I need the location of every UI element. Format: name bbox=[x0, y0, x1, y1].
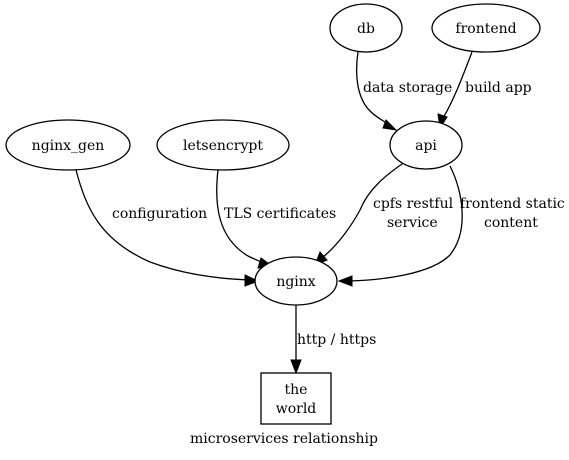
node-api-label: api bbox=[415, 138, 437, 154]
edge-nginx_gen-nginx-label: configuration bbox=[112, 206, 207, 222]
edge-db-api-arrowhead bbox=[382, 119, 398, 131]
edge-frontend-api-label: build app bbox=[465, 80, 532, 96]
node-letsencrypt: letsencrypt bbox=[156, 119, 290, 171]
edge-letsencrypt-nginx-label: TLS certificates bbox=[224, 206, 336, 222]
node-frontend-label: frontend bbox=[455, 21, 516, 37]
edge-api-nginx-static-label-1: frontend static bbox=[460, 196, 565, 212]
edge-api-nginx-cpfs-label-2: service bbox=[387, 215, 438, 231]
edge-db-api-line bbox=[356, 51, 389, 125]
node-db: db bbox=[329, 3, 403, 53]
node-api: api bbox=[389, 120, 463, 170]
edge-api-nginx-static-arrowhead bbox=[337, 275, 353, 287]
node-the-world-shape bbox=[260, 372, 332, 425]
edge-db-api: data storage bbox=[356, 51, 452, 131]
node-frontend-shape bbox=[431, 3, 541, 53]
edge-db-api-label: data storage bbox=[363, 80, 452, 96]
edge-nginx_gen-nginx-arrowhead bbox=[244, 274, 260, 287]
node-the-world-label-1: the bbox=[285, 382, 308, 398]
node-nginx_gen: nginx_gen bbox=[5, 119, 131, 171]
node-nginx_gen-label: nginx_gen bbox=[32, 138, 105, 154]
edge-api-nginx-cpfs-label-1: cpfs restful bbox=[373, 196, 454, 212]
node-nginx_gen-shape bbox=[5, 119, 131, 171]
edge-nginx-world: http / https bbox=[290, 305, 376, 375]
edge-frontend-api-line bbox=[442, 51, 473, 119]
edge-api-nginx-cpfs-line bbox=[322, 159, 409, 258]
node-letsencrypt-label: letsencrypt bbox=[183, 138, 263, 154]
edge-nginx_gen-nginx-line bbox=[75, 169, 251, 281]
edge-nginx-world-label: http / https bbox=[297, 332, 376, 348]
node-db-label: db bbox=[357, 21, 375, 37]
node-nginx-shape bbox=[254, 256, 338, 306]
edge-letsencrypt-nginx-line bbox=[216, 169, 265, 264]
edge-api-nginx-static-line bbox=[349, 165, 463, 282]
node-api-shape bbox=[389, 120, 463, 170]
edge-nginx_gen-nginx: configuration bbox=[75, 169, 260, 287]
edge-letsencrypt-nginx: TLS certificates bbox=[216, 169, 336, 269]
node-the-world-label-2: world bbox=[276, 401, 317, 417]
node-nginx-label: nginx bbox=[276, 274, 315, 290]
node-letsencrypt-shape bbox=[156, 119, 290, 171]
node-nginx: nginx bbox=[254, 256, 338, 306]
edge-api-nginx-static: frontend static content bbox=[337, 165, 565, 287]
edge-nginx-world-arrowhead bbox=[290, 359, 302, 375]
node-the-world: the world bbox=[260, 372, 332, 425]
node-frontend: frontend bbox=[431, 3, 541, 53]
graph-caption: microservices relationship bbox=[190, 431, 378, 447]
node-db-shape bbox=[329, 3, 403, 53]
edge-api-nginx-static-label-2: content bbox=[484, 215, 538, 231]
